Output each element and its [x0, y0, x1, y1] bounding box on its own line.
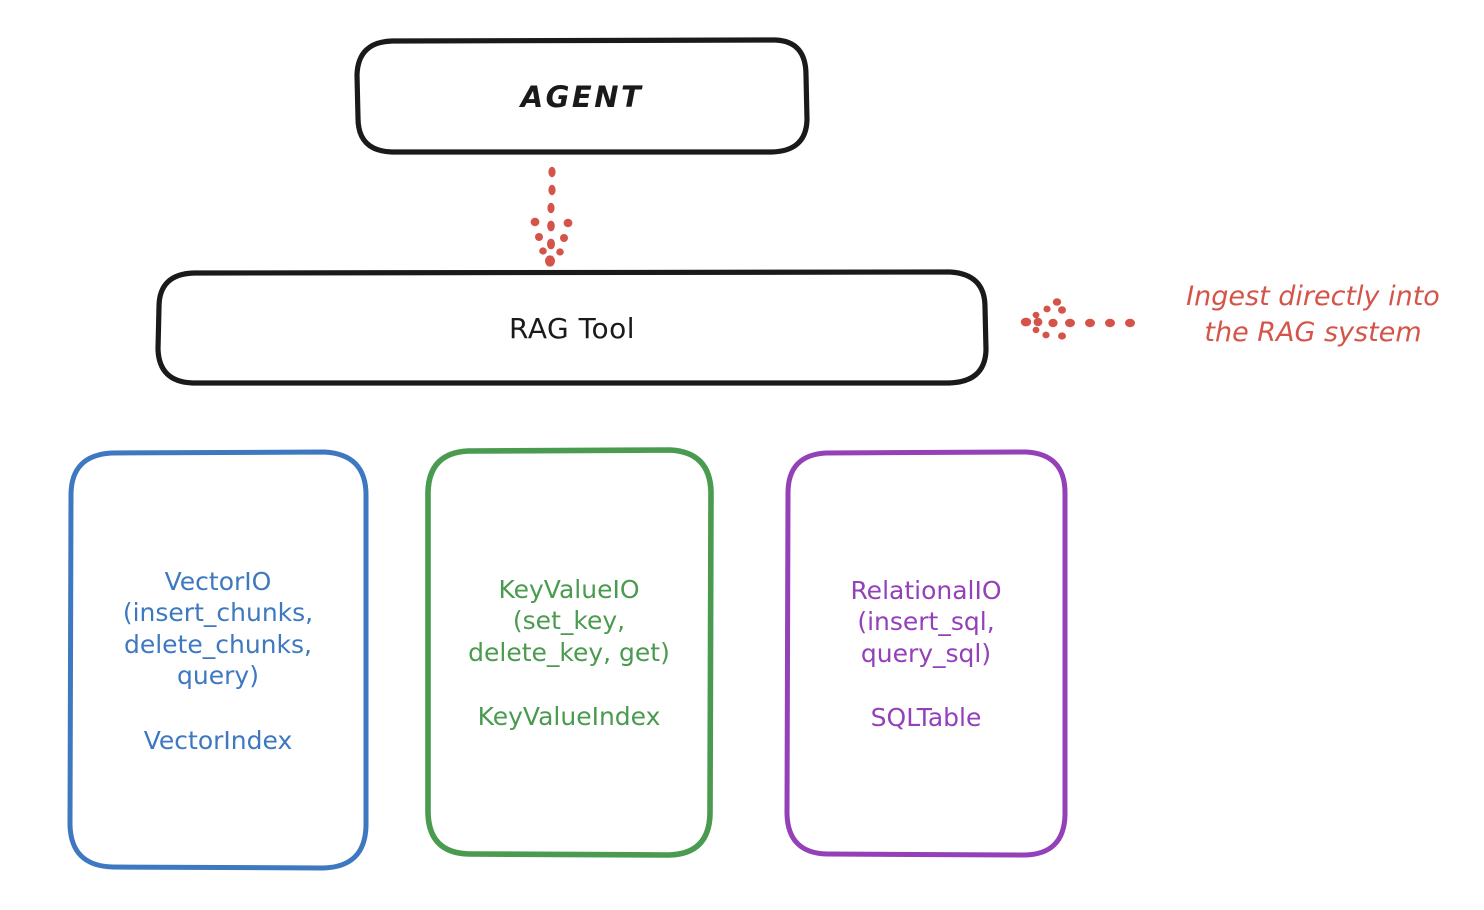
vector-card-outline: [67, 449, 369, 871]
key-value-index-label: KeyValueIndex: [477, 702, 661, 732]
agent-box-outline: [354, 37, 810, 155]
vector-io-api-label: VectorIO (insert_chunks, delete_chunks, …: [122, 566, 314, 691]
vector-io-node[interactable]: VectorIO (insert_chunks, delete_chunks, …: [70, 452, 366, 868]
agent-label: AGENT: [520, 79, 644, 114]
ingest-annotation-text: Ingest directly into the RAG system: [1186, 281, 1440, 349]
rag-tool-node[interactable]: RAG Tool: [158, 272, 986, 384]
vector-index-label: VectorIndex: [143, 725, 293, 755]
relational-card-outline: [784, 449, 1068, 858]
keyvalue-card-outline: [425, 447, 714, 858]
agent-to-rag-arrow: [530, 166, 573, 267]
rag-tool-label: RAG Tool: [509, 311, 635, 345]
relational-io-api-label: RelationalIO (insert_sql, query_sql): [850, 575, 1002, 668]
agent-node[interactable]: AGENT: [357, 40, 807, 153]
relational-io-node[interactable]: RelationalIO (insert_sql, query_sql) SQL…: [787, 452, 1065, 855]
rag-tool-box-outline: [155, 269, 989, 386]
key-value-io-node[interactable]: KeyValueIO (set_key, delete_key, get) Ke…: [427, 450, 711, 855]
sql-table-label: SQLTable: [870, 703, 982, 733]
ingest-to-rag-arrow: [1020, 298, 1135, 340]
key-value-io-api-label: KeyValueIO (set_key, delete_key, get): [468, 574, 670, 667]
